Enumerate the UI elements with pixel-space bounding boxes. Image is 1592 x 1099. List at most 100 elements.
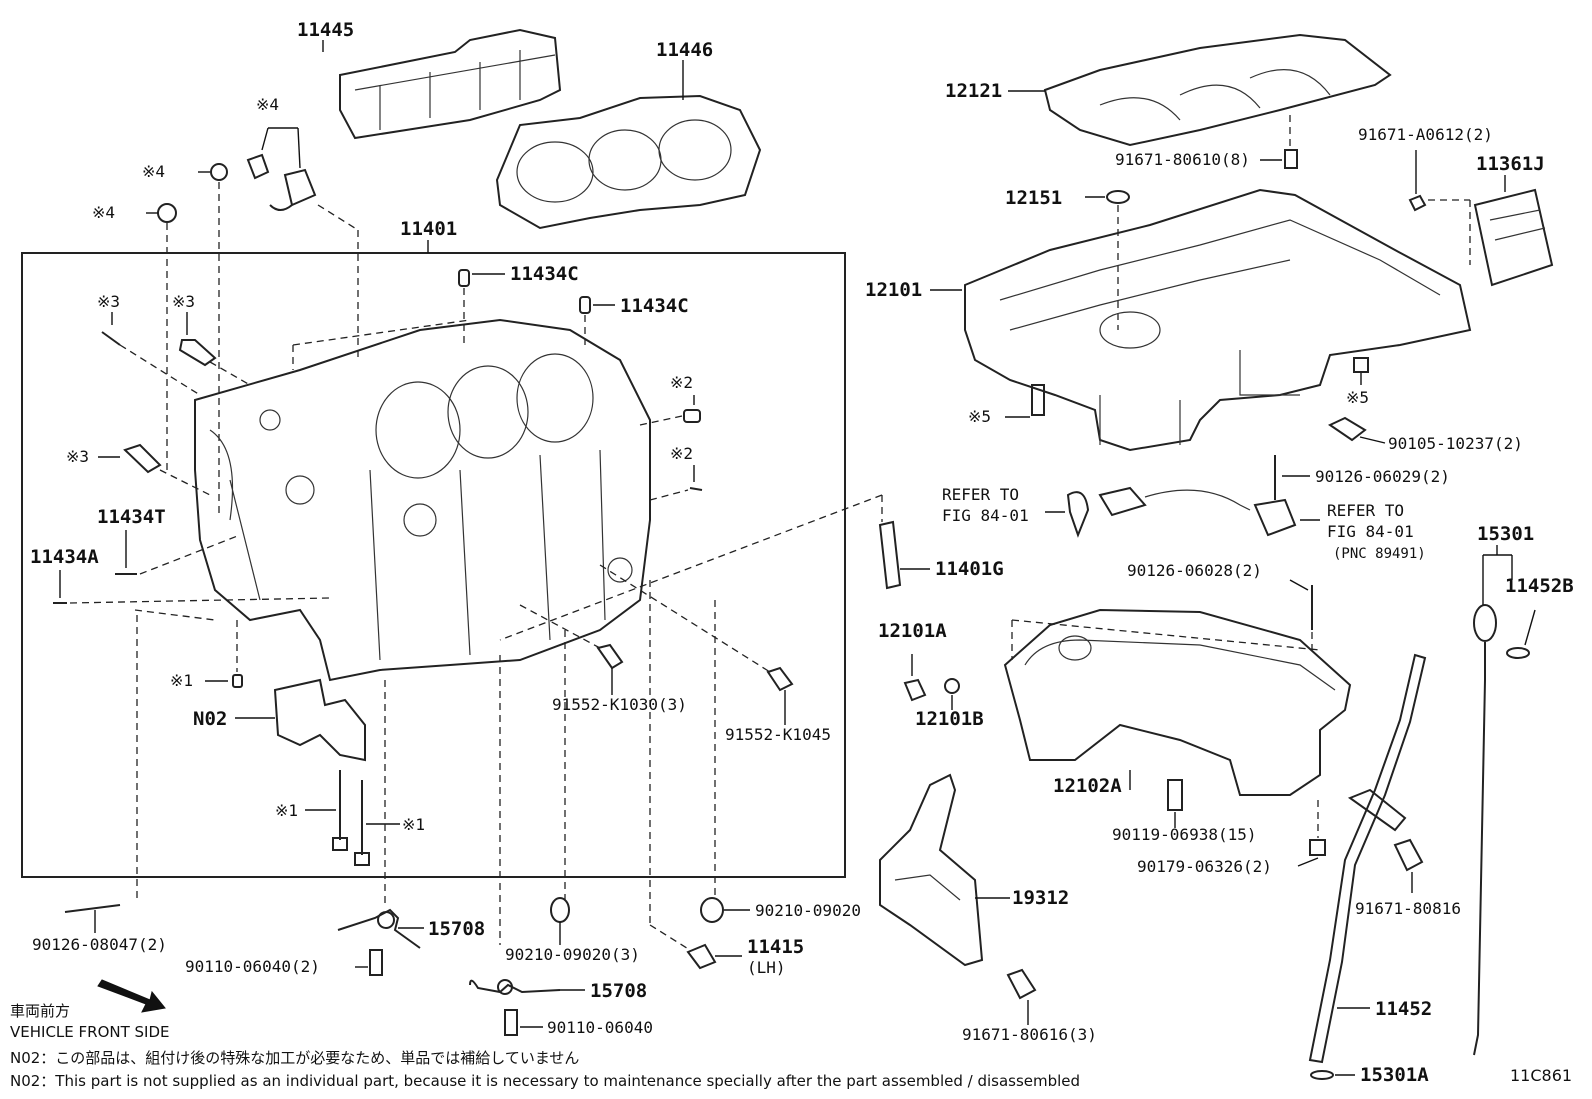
mark4-parts-drawing (146, 127, 317, 223)
vehicle-front-arrow-icon (97, 979, 166, 1013)
part-11452b-oring-drawing (1506, 609, 1536, 659)
label-11401: 11401 (400, 218, 457, 240)
label-refer-b-1: REFER TO (1327, 501, 1404, 520)
label-91552-k1045: 91552-K1045 (725, 725, 831, 744)
diagram-id: 11C861 (1510, 1066, 1572, 1085)
part-11415-plug-drawing (686, 943, 742, 970)
part-91671-80816-drawing (1393, 838, 1424, 893)
label-90126-06028: 90126-06028(2) (1127, 561, 1262, 580)
label-11452: 11452 (1375, 998, 1432, 1020)
label-12101b: 12101B (915, 708, 984, 730)
part-11446-gasket-drawing (495, 94, 762, 230)
part-12121-baffle-drawing (1043, 33, 1392, 147)
label-mark2-a: ※2 (670, 373, 693, 392)
label-91671-80616: 91671-80616(3) (962, 1025, 1097, 1044)
label-15301a: 15301A (1360, 1064, 1429, 1086)
part-90126-06028-drawing (1289, 579, 1313, 630)
label-refer-a-1: REFER TO (942, 485, 1019, 504)
label-mark1-a: ※1 (170, 671, 193, 690)
part-11434c-pins-drawing (458, 269, 615, 314)
label-15708-b: 15708 (590, 980, 647, 1002)
label-11434c-a: 11434C (510, 263, 579, 285)
label-12101: 12101 (865, 279, 922, 301)
label-90179-06326: 90179-06326(2) (1137, 857, 1272, 876)
part-91552-bolts-drawing (596, 643, 794, 725)
label-15301: 15301 (1477, 523, 1534, 545)
label-90126-08047: 90126-08047(2) (32, 935, 167, 954)
part-90210-washers-drawing (550, 897, 750, 945)
label-12102a: 12102A (1053, 775, 1122, 797)
part-90126-06029-drawing (1274, 455, 1310, 500)
label-90110-06040-2: 90110-06040(2) (185, 957, 320, 976)
label-11434t: 11434T (97, 506, 166, 528)
label-mark5-b: ※5 (1346, 388, 1369, 407)
label-12101a: 12101A (878, 620, 947, 642)
part-90105-10237-drawing (1327, 416, 1386, 444)
label-mark2-b: ※2 (670, 444, 693, 463)
label-mark4-b: ※4 (92, 203, 115, 222)
part-11401g-drawing (878, 520, 930, 590)
label-91671-80610: 91671-80610(8) (1115, 150, 1250, 169)
part-15301-dipstick-drawing (1473, 545, 1513, 1056)
part-11452-guide-drawing (1308, 653, 1427, 1064)
mark5-bolts-drawing (1005, 357, 1369, 418)
label-mark4-top: ※4 (256, 95, 279, 114)
part-11445-cover-drawing (339, 28, 562, 140)
label-91671-a0612: 91671-A0612(2) (1358, 125, 1493, 144)
label-refer-a-2: FIG 84-01 (942, 506, 1029, 525)
part-11401-cylinder-block-drawing (194, 318, 651, 682)
label-mark1-c: ※1 (402, 815, 425, 834)
label-90210-09020-3: 90210-09020(3) (505, 945, 640, 964)
n02-bearing-cap-drawing (205, 674, 366, 762)
label-91671-80816: 91671-80816 (1355, 899, 1461, 918)
label-n02: N02 (193, 708, 227, 730)
part-19312-insulator-drawing (879, 773, 1010, 967)
label-11415: 11415 (747, 936, 804, 958)
part-15708-a-drawing (337, 908, 424, 949)
label-90110-06040: 90110-06040 (547, 1018, 653, 1037)
footnote-en: N02：This part is not supplied as an indi… (10, 1072, 1080, 1090)
footnote-jp: N02：この部品は、組付け後の特殊な加工が必要なため、単品では補給していません (10, 1049, 579, 1067)
label-19312: 19312 (1012, 887, 1069, 909)
part-12151-oring-drawing (1085, 190, 1130, 204)
label-11401g: 11401G (935, 558, 1004, 580)
label-90126-06029: 90126-06029(2) (1315, 467, 1450, 486)
label-11415-lh: (LH) (747, 958, 786, 977)
label-91552-k1030: 91552-K1030(3) (552, 695, 687, 714)
label-11434c-b: 11434C (620, 295, 689, 317)
part-90179-06326-drawing (1297, 839, 1326, 867)
part-90110-bolts-drawing (355, 949, 543, 1036)
label-refer-b-3: (PNC 89491) (1333, 546, 1426, 562)
part-91671-80610-drawing (1260, 149, 1298, 169)
mark2-dowels-drawing (683, 395, 703, 491)
mark3-parts-drawing (98, 312, 217, 474)
mark1-bolts-drawing (305, 770, 400, 866)
label-11434a: 11434A (30, 546, 99, 568)
part-11361j-plate-drawing (1408, 150, 1554, 287)
label-90210-09020: 90210-09020 (755, 901, 861, 920)
part-12101a-12101b-drawing (903, 654, 960, 710)
part-12101-oil-pan-drawing (964, 188, 1472, 452)
oil-level-sensor-drawing (1045, 486, 1320, 538)
label-mark3-a: ※3 (97, 292, 120, 311)
label-11445: 11445 (297, 19, 354, 41)
label-mark5-a: ※5 (968, 407, 991, 426)
part-15708-b-drawing (469, 979, 585, 995)
vehicle-front-en: VEHICLE FRONT SIDE (10, 1023, 170, 1041)
label-11452b: 11452B (1505, 575, 1574, 597)
label-mark4-a: ※4 (142, 162, 165, 181)
part-12102a-lower-pan-drawing (1003, 608, 1352, 796)
block-group-frame (21, 252, 846, 878)
label-90119-06938: 90119-06938(15) (1112, 825, 1257, 844)
part-11434t-11434a-drawing (53, 530, 137, 604)
part-90126-08047-drawing (64, 904, 121, 933)
part-91671-80616-drawing (1006, 968, 1037, 1025)
label-mark1-b: ※1 (275, 801, 298, 820)
label-90105-10237: 90105-10237(2) (1388, 434, 1523, 453)
label-11361j: 11361J (1476, 153, 1545, 175)
label-mark3-b: ※3 (172, 292, 195, 311)
label-15708-a: 15708 (428, 918, 485, 940)
label-11446: 11446 (656, 39, 713, 61)
part-15301a-oring-drawing (1310, 1070, 1355, 1080)
